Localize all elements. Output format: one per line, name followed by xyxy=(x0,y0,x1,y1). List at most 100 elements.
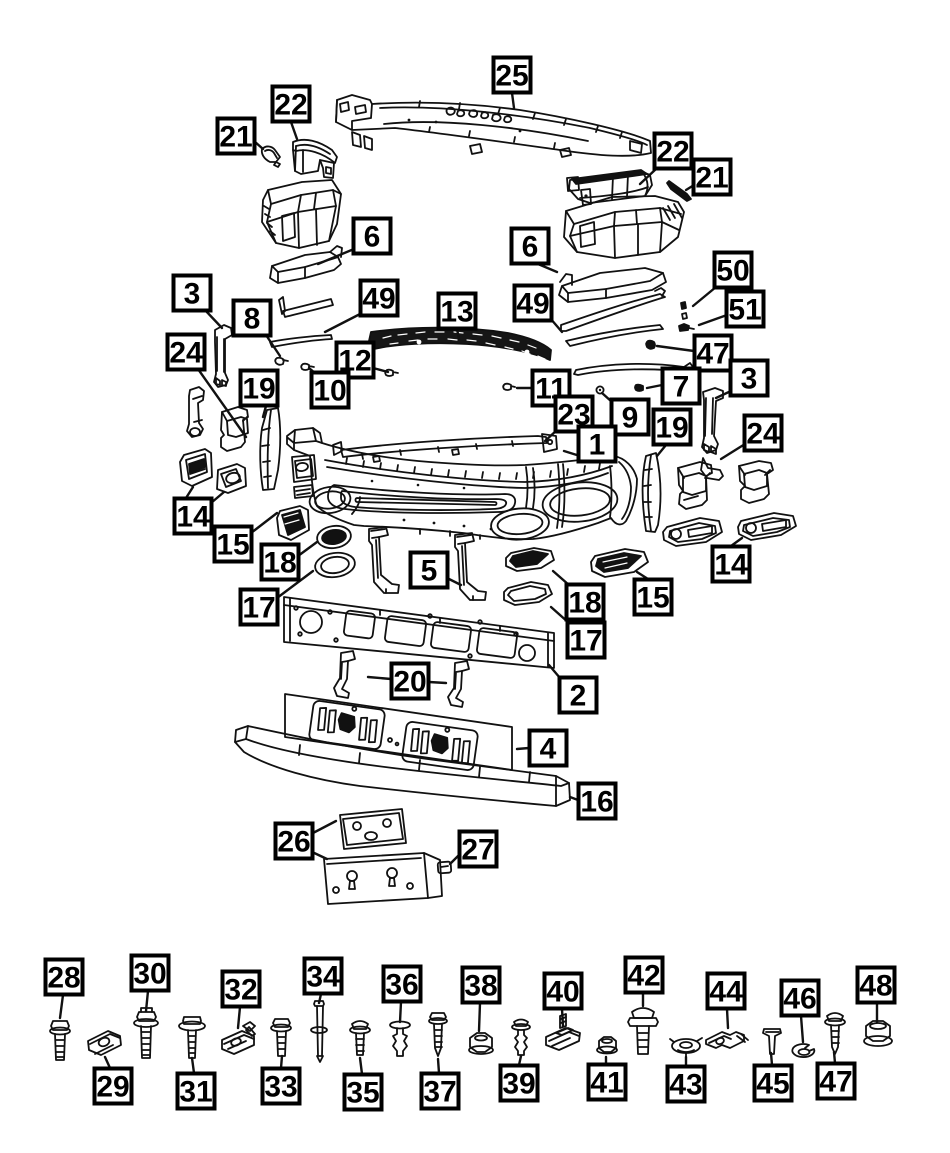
callout-24-left[interactable]: 24 xyxy=(165,332,207,372)
callout-26[interactable]: 26 xyxy=(273,821,315,861)
callout-50[interactable]: 50 xyxy=(712,250,754,290)
callout-19-right[interactable]: 19 xyxy=(651,407,693,447)
callout-box-2[interactable] xyxy=(557,675,599,715)
callout-43[interactable]: 43 xyxy=(665,1064,707,1104)
callout-box-33[interactable] xyxy=(260,1066,302,1106)
callout-box-10[interactable] xyxy=(309,370,351,410)
callout-35[interactable]: 35 xyxy=(342,1072,384,1112)
callout-33[interactable]: 33 xyxy=(260,1066,302,1106)
callout-box-3-right[interactable] xyxy=(728,358,770,398)
callout-box-1[interactable] xyxy=(576,424,618,464)
callout-44[interactable]: 44 xyxy=(705,971,747,1011)
callout-box-49-right[interactable] xyxy=(512,283,554,323)
callout-box-42[interactable] xyxy=(623,955,665,995)
callout-36[interactable]: 36 xyxy=(381,964,423,1004)
callout-10[interactable]: 10 xyxy=(309,370,351,410)
callout-box-49-left[interactable] xyxy=(358,278,400,318)
callout-box-48[interactable] xyxy=(855,965,897,1005)
callout-28[interactable]: 28 xyxy=(43,957,85,997)
callout-box-50[interactable] xyxy=(712,250,754,290)
callout-box-26[interactable] xyxy=(273,821,315,861)
callout-25[interactable]: 25 xyxy=(491,55,533,95)
callout-box-19-right[interactable] xyxy=(651,407,693,447)
callout-16[interactable]: 16 xyxy=(576,781,618,821)
callout-3-left[interactable]: 3 xyxy=(171,273,213,313)
callout-31[interactable]: 31 xyxy=(175,1071,217,1111)
callout-45[interactable]: 45 xyxy=(752,1063,794,1103)
callout-8[interactable]: 8 xyxy=(231,298,273,338)
callout-box-44[interactable] xyxy=(705,971,747,1011)
callout-box-11[interactable] xyxy=(530,368,572,408)
callout-15-right[interactable]: 15 xyxy=(632,577,674,617)
callout-39[interactable]: 39 xyxy=(498,1063,540,1103)
callout-box-25[interactable] xyxy=(491,55,533,95)
callout-box-46[interactable] xyxy=(779,978,821,1018)
callout-box-27[interactable] xyxy=(457,829,499,869)
callout-box-39[interactable] xyxy=(498,1063,540,1103)
callout-box-3-left[interactable] xyxy=(171,273,213,313)
callout-7[interactable]: 7 xyxy=(660,366,702,406)
callout-37[interactable]: 37 xyxy=(419,1071,461,1111)
callout-box-21-right[interactable] xyxy=(691,157,733,197)
callout-20[interactable]: 20 xyxy=(389,661,431,701)
callout-17-left[interactable]: 17 xyxy=(238,587,280,627)
callout-box-29[interactable] xyxy=(92,1066,134,1106)
callout-box-40[interactable] xyxy=(542,971,584,1011)
callout-box-15-left[interactable] xyxy=(212,524,254,564)
callout-22-right[interactable]: 22 xyxy=(652,131,694,171)
callout-box-4[interactable] xyxy=(527,728,569,768)
callout-box-19-left[interactable] xyxy=(238,368,280,408)
callout-6-right[interactable]: 6 xyxy=(509,226,551,266)
callout-21-left[interactable]: 21 xyxy=(215,116,257,156)
callout-box-34[interactable] xyxy=(302,956,344,996)
callout-27[interactable]: 27 xyxy=(457,829,499,869)
callout-47-upper[interactable]: 47 xyxy=(692,333,734,373)
callout-box-8[interactable] xyxy=(231,298,273,338)
callout-box-17-left[interactable] xyxy=(238,587,280,627)
callout-box-28[interactable] xyxy=(43,957,85,997)
callout-box-22-right[interactable] xyxy=(652,131,694,171)
callout-40[interactable]: 40 xyxy=(542,971,584,1011)
callout-box-14-left[interactable] xyxy=(172,496,214,536)
callout-box-13[interactable] xyxy=(436,291,478,331)
callout-box-47-upper[interactable] xyxy=(692,333,734,373)
callout-47[interactable]: 47 xyxy=(815,1061,857,1101)
callout-box-7[interactable] xyxy=(660,366,702,406)
callout-box-31[interactable] xyxy=(175,1071,217,1111)
callout-box-41[interactable] xyxy=(586,1062,628,1102)
callout-box-6-right[interactable] xyxy=(509,226,551,266)
callout-14-left[interactable]: 14 xyxy=(172,496,214,536)
callout-34[interactable]: 34 xyxy=(302,956,344,996)
callout-box-36[interactable] xyxy=(381,964,423,1004)
callout-6-left[interactable]: 6 xyxy=(351,216,393,256)
callout-box-24-left[interactable] xyxy=(165,332,207,372)
callout-box-51[interactable] xyxy=(724,289,766,329)
callout-49-right[interactable]: 49 xyxy=(512,283,554,323)
callout-15-left[interactable]: 15 xyxy=(212,524,254,564)
callout-box-35[interactable] xyxy=(342,1072,384,1112)
callout-49-left[interactable]: 49 xyxy=(358,278,400,318)
callout-box-37[interactable] xyxy=(419,1071,461,1111)
callout-box-18-left[interactable] xyxy=(259,542,301,582)
callout-box-18-right[interactable] xyxy=(564,582,606,622)
callout-box-47[interactable] xyxy=(815,1061,857,1101)
callout-13[interactable]: 13 xyxy=(436,291,478,331)
callout-51[interactable]: 51 xyxy=(724,289,766,329)
callout-4[interactable]: 4 xyxy=(527,728,569,768)
callout-1[interactable]: 1 xyxy=(576,424,618,464)
callout-11[interactable]: 11 xyxy=(530,368,572,408)
callout-box-38[interactable] xyxy=(460,965,502,1005)
callout-2[interactable]: 2 xyxy=(557,675,599,715)
callout-box-15-right[interactable] xyxy=(632,577,674,617)
callout-box-17-right[interactable] xyxy=(565,620,607,660)
callout-30[interactable]: 30 xyxy=(129,953,171,993)
callout-box-45[interactable] xyxy=(752,1063,794,1103)
callout-box-21-left[interactable] xyxy=(215,116,257,156)
callout-box-14-right[interactable] xyxy=(710,544,752,584)
callout-box-32[interactable] xyxy=(220,969,262,1009)
callout-5[interactable]: 5 xyxy=(408,550,450,590)
callout-box-24-right[interactable] xyxy=(742,413,784,453)
callout-3-right[interactable]: 3 xyxy=(728,358,770,398)
callout-9[interactable]: 9 xyxy=(609,397,651,437)
callout-17-right[interactable]: 17 xyxy=(565,620,607,660)
